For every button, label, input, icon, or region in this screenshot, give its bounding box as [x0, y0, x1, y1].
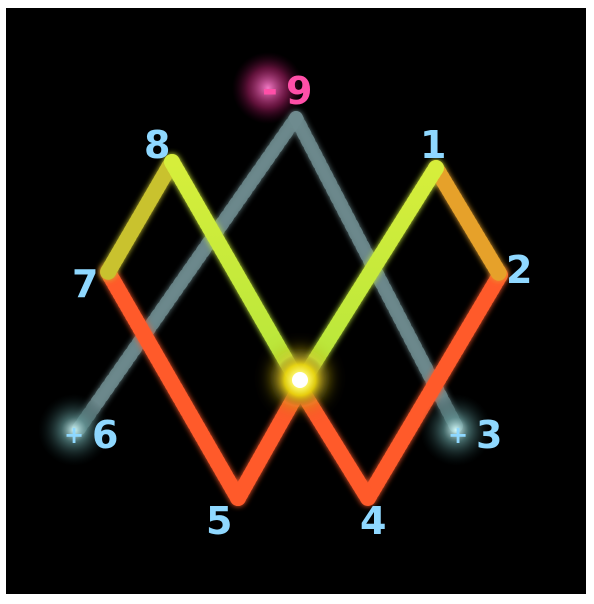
trail-1-to-2 [436, 168, 500, 275]
label-7: 7 [72, 262, 98, 306]
label-plus-sign-left: + [64, 421, 84, 449]
label-1: 1 [420, 123, 446, 167]
label-3: 3 [476, 413, 502, 457]
label-plus-sign-right: + [448, 421, 468, 449]
label-5: 5 [206, 499, 232, 543]
label-8: 8 [144, 123, 170, 167]
trail-8-to-7 [108, 162, 172, 272]
center-core [292, 372, 308, 388]
label-minus-sign: - [262, 68, 278, 112]
label-9: 9 [286, 69, 312, 113]
label-6: 6 [92, 413, 118, 457]
label-2: 2 [506, 248, 532, 292]
label-4: 4 [360, 499, 386, 543]
